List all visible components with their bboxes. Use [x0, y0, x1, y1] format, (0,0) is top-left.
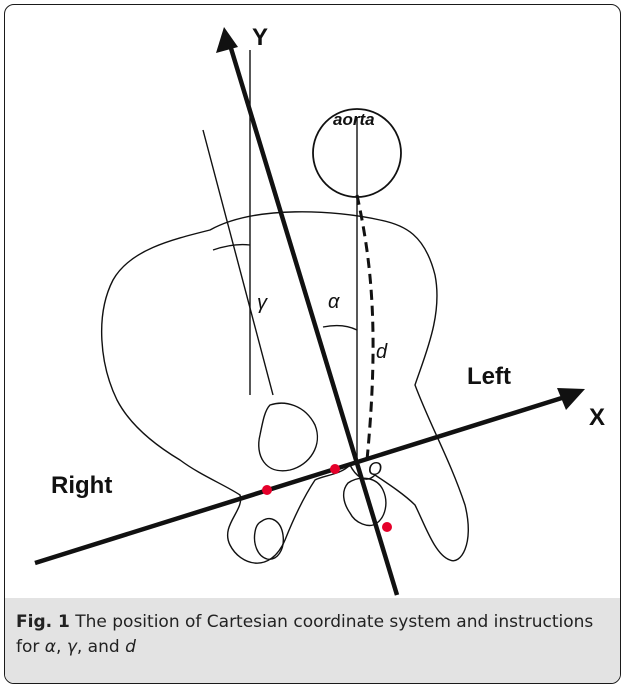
origin-label: O	[368, 459, 382, 479]
vertebra-outline	[102, 212, 469, 563]
point-bottom	[382, 522, 392, 532]
figure-caption: Fig. 1 The position of Cartesian coordin…	[16, 610, 602, 660]
alpha-arc	[323, 326, 357, 330]
caption-symbol-alpha: α	[45, 637, 56, 657]
gamma-line-left	[203, 130, 273, 395]
d-label: d	[376, 341, 388, 363]
x-axis-line	[35, 397, 565, 563]
aorta-label: aorta	[333, 110, 375, 129]
caption-separator: , and	[77, 637, 125, 657]
left-label: Left	[467, 363, 511, 390]
caption-symbol-d: d	[125, 637, 136, 657]
foramen-shape	[255, 519, 284, 560]
right-label: Right	[51, 472, 112, 499]
figure-number: Fig. 1	[16, 612, 70, 632]
point-right	[262, 485, 272, 495]
x-axis-label: X	[589, 404, 605, 431]
alpha-label: α	[328, 291, 340, 313]
anatomy-diagram: aorta Y X Left Right O α γ d	[5, 5, 621, 605]
distance-d-curve	[357, 195, 373, 460]
y-axis-label: Y	[252, 24, 268, 51]
figure-frame: aorta Y X Left Right O α γ d Fig. 1 The …	[4, 4, 621, 684]
caption-separator: ,	[56, 637, 67, 657]
y-axis-arrowhead	[216, 27, 238, 53]
vertebral-arch	[259, 403, 318, 471]
gamma-label: γ	[257, 292, 268, 314]
caption-symbol-gamma: γ	[67, 637, 77, 657]
point-middle	[330, 464, 340, 474]
caption-band: Fig. 1 The position of Cartesian coordin…	[5, 598, 620, 683]
gamma-arc	[213, 245, 250, 250]
